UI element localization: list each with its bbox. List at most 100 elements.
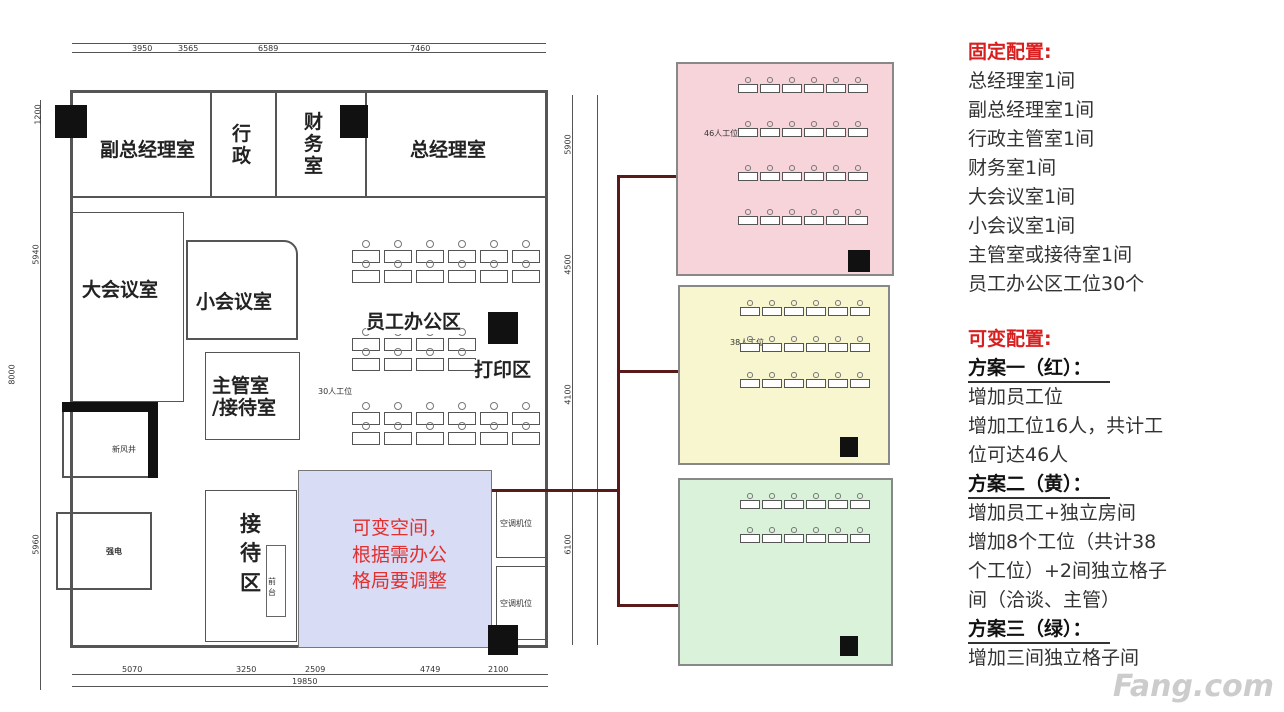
- chair: [426, 240, 434, 248]
- dim-right-1: 5900: [563, 134, 573, 155]
- dim-left-2: 5940: [31, 244, 41, 265]
- chair: [835, 300, 841, 306]
- dim-line-top-outer: [72, 43, 546, 44]
- desk: [352, 270, 380, 283]
- room-label-reception: 接 待 区: [240, 512, 261, 595]
- dim-top-4: 7460: [410, 44, 431, 53]
- desk: [806, 534, 826, 544]
- watermark: Fang.com: [1112, 669, 1274, 704]
- chair: [791, 493, 797, 499]
- chair: [747, 493, 753, 499]
- chair: [791, 372, 797, 378]
- pillar: [62, 402, 158, 412]
- chair: [791, 336, 797, 342]
- connector-line: [617, 175, 620, 607]
- variable-config-title: 可变配置:: [968, 328, 1052, 350]
- chair: [745, 77, 751, 83]
- desk: [480, 270, 508, 283]
- chair: [833, 209, 839, 215]
- chair: [835, 372, 841, 378]
- desk: [850, 343, 870, 353]
- chair: [362, 402, 370, 410]
- desk: [850, 500, 870, 510]
- pillar: [55, 105, 87, 138]
- desk: [738, 128, 758, 138]
- chair: [767, 165, 773, 171]
- dim-right-4: 6100: [563, 534, 573, 555]
- plan-option-red: 46人工位: [676, 62, 894, 276]
- desk: [804, 128, 824, 138]
- chair: [458, 260, 466, 268]
- desk: [784, 343, 804, 353]
- dim-top-3: 6589: [258, 44, 279, 53]
- chair: [789, 165, 795, 171]
- room-label-finance: 财务室: [304, 111, 324, 177]
- desk: [762, 534, 782, 544]
- desk: [784, 534, 804, 544]
- desk: [352, 358, 380, 371]
- chair: [813, 527, 819, 533]
- room-label-variable: 可变空间， 根据需办公 格局要调整: [352, 517, 448, 593]
- chair: [789, 77, 795, 83]
- chair: [747, 527, 753, 533]
- plan3-title: 方案三（绿）：: [968, 616, 1110, 644]
- chair: [490, 402, 498, 410]
- mini-label-red: 46人工位: [704, 129, 739, 138]
- dim-top-1: 3950: [132, 44, 153, 53]
- chair: [769, 372, 775, 378]
- desk: [740, 379, 760, 389]
- room-label-print-area: 打印区: [474, 359, 532, 382]
- chair: [813, 300, 819, 306]
- fixed-item: 行政主管室1间: [968, 128, 1095, 150]
- desk: [416, 270, 444, 283]
- desk: [760, 216, 780, 226]
- chair: [767, 77, 773, 83]
- plan2-line: 间（洽谈、主管）: [968, 589, 1121, 611]
- connector-line-yellow: [617, 370, 679, 373]
- desk: [760, 172, 780, 182]
- room-label-admin: 行政: [232, 123, 252, 167]
- chair: [813, 336, 819, 342]
- chair: [745, 165, 751, 171]
- desk: [512, 270, 540, 283]
- desk: [806, 500, 826, 510]
- desk: [740, 500, 760, 510]
- desk: [448, 270, 476, 283]
- pillar: [840, 437, 858, 457]
- desk: [848, 216, 868, 226]
- chair: [522, 402, 530, 410]
- pillar: [340, 105, 368, 138]
- desk: [384, 270, 412, 283]
- chair: [833, 165, 839, 171]
- desk: [848, 84, 868, 94]
- dim-line-right-outer: [597, 95, 598, 645]
- desk: [738, 216, 758, 226]
- fixed-item: 员工办公区工位30个: [968, 273, 1145, 295]
- chair: [813, 493, 819, 499]
- chair: [857, 372, 863, 378]
- desk: [806, 307, 826, 317]
- plan3-line: 增加三间独立格子间: [968, 647, 1140, 669]
- desk: [738, 172, 758, 182]
- dim-line-bottom: [72, 674, 548, 675]
- fixed-item: 财务室1间: [968, 157, 1057, 179]
- desk: [352, 432, 380, 445]
- connector-line-red: [617, 175, 677, 178]
- desk: [740, 343, 760, 353]
- chair: [811, 165, 817, 171]
- chair: [745, 209, 751, 215]
- desk: [828, 343, 848, 353]
- chair: [835, 527, 841, 533]
- wall: [210, 92, 212, 196]
- desk: [826, 216, 846, 226]
- chair: [857, 527, 863, 533]
- pillar: [840, 636, 858, 656]
- chair: [855, 121, 861, 127]
- dim-right-2: 4500: [563, 254, 573, 275]
- chair: [855, 165, 861, 171]
- pillar: [488, 312, 518, 344]
- room-label-supervisor: 主管室 /接待室: [212, 375, 276, 419]
- chair: [811, 77, 817, 83]
- desk: [738, 84, 758, 94]
- dim-total: 19850: [292, 677, 318, 686]
